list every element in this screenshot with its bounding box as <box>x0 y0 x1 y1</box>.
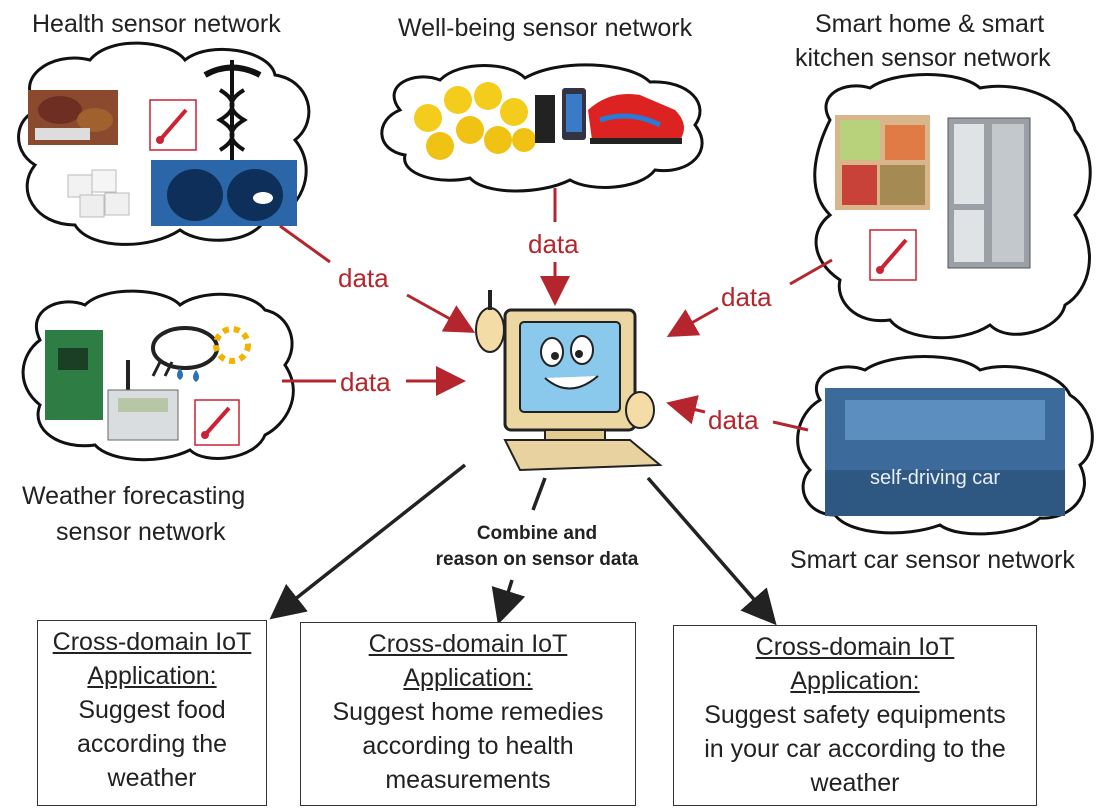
data-label-smarthome: data <box>721 282 772 312</box>
application-body: Suggest safety equipments in your car ac… <box>704 701 1006 797</box>
smarthome-network-label-line1: Smart home & smart <box>815 10 1045 38</box>
computer-mascot-image <box>475 290 663 472</box>
application-heading: Cross-domain IoT <box>368 630 568 658</box>
data-arrow-health-2 <box>406 293 476 333</box>
data-label-health: data <box>338 263 389 293</box>
weather-network-label-line2: sensor network <box>56 518 226 546</box>
data-arrow-smarthome-2 <box>666 306 719 337</box>
application-subheading: Application: <box>87 662 217 690</box>
application-body: Suggest home remedies according to healt… <box>332 698 604 794</box>
data-arrow-car-2 <box>666 395 706 425</box>
output-arrow-safety <box>646 476 777 626</box>
data-label-wellbeing: data <box>528 229 579 259</box>
sugar-cubes-image <box>67 169 130 218</box>
combine-reason-line2: reason on sensor data <box>435 549 639 570</box>
caduceus-icon <box>203 60 262 160</box>
emoji-faces-image <box>414 82 536 160</box>
application-body: Suggest food according the weather <box>76 696 228 792</box>
application-box-safety: Cross-domain IoT Application: Suggest sa… <box>673 625 1037 806</box>
sensor-board-image <box>45 330 103 420</box>
application-subheading: Application: <box>403 664 533 692</box>
car-network-label: Smart car sensor network <box>790 546 1075 574</box>
combine-reason-caption: Combine and reason on sensor data <box>392 521 682 573</box>
data-label-weather: data <box>340 367 391 397</box>
data-label-car: data <box>708 405 759 435</box>
weather-icon <box>151 326 251 382</box>
output-arrow-remedies-1 <box>531 477 547 511</box>
application-subheading: Application: <box>790 667 920 695</box>
wellbeing-network-label: Well-being sensor network <box>398 14 693 42</box>
data-arrow-car-1 <box>772 420 809 432</box>
data-arrow-smarthome-1 <box>789 258 833 286</box>
data-arrow-health-1 <box>279 224 331 264</box>
smarthome-network-label-line2: kitchen sensor network <box>795 44 1051 72</box>
car-sticker-text: self-driving car <box>870 467 1000 489</box>
output-arrow-food <box>269 463 467 620</box>
application-heading: Cross-domain IoT <box>755 633 955 661</box>
application-heading: Cross-domain IoT <box>52 628 252 656</box>
weather-station-image <box>107 389 179 441</box>
health-network-label: Health sensor network <box>32 10 281 38</box>
sneaker-image <box>588 94 684 144</box>
phone-image <box>535 95 555 143</box>
application-box-food: Cross-domain IoT Application: Suggest fo… <box>37 620 267 806</box>
output-arrow-remedies-2 <box>491 579 526 625</box>
weather-network-label-line1: Weather forecasting <box>22 482 246 510</box>
application-box-remedies: Cross-domain IoT Application: Suggest ho… <box>300 622 636 806</box>
combine-reason-line1: Combine and <box>476 523 598 544</box>
